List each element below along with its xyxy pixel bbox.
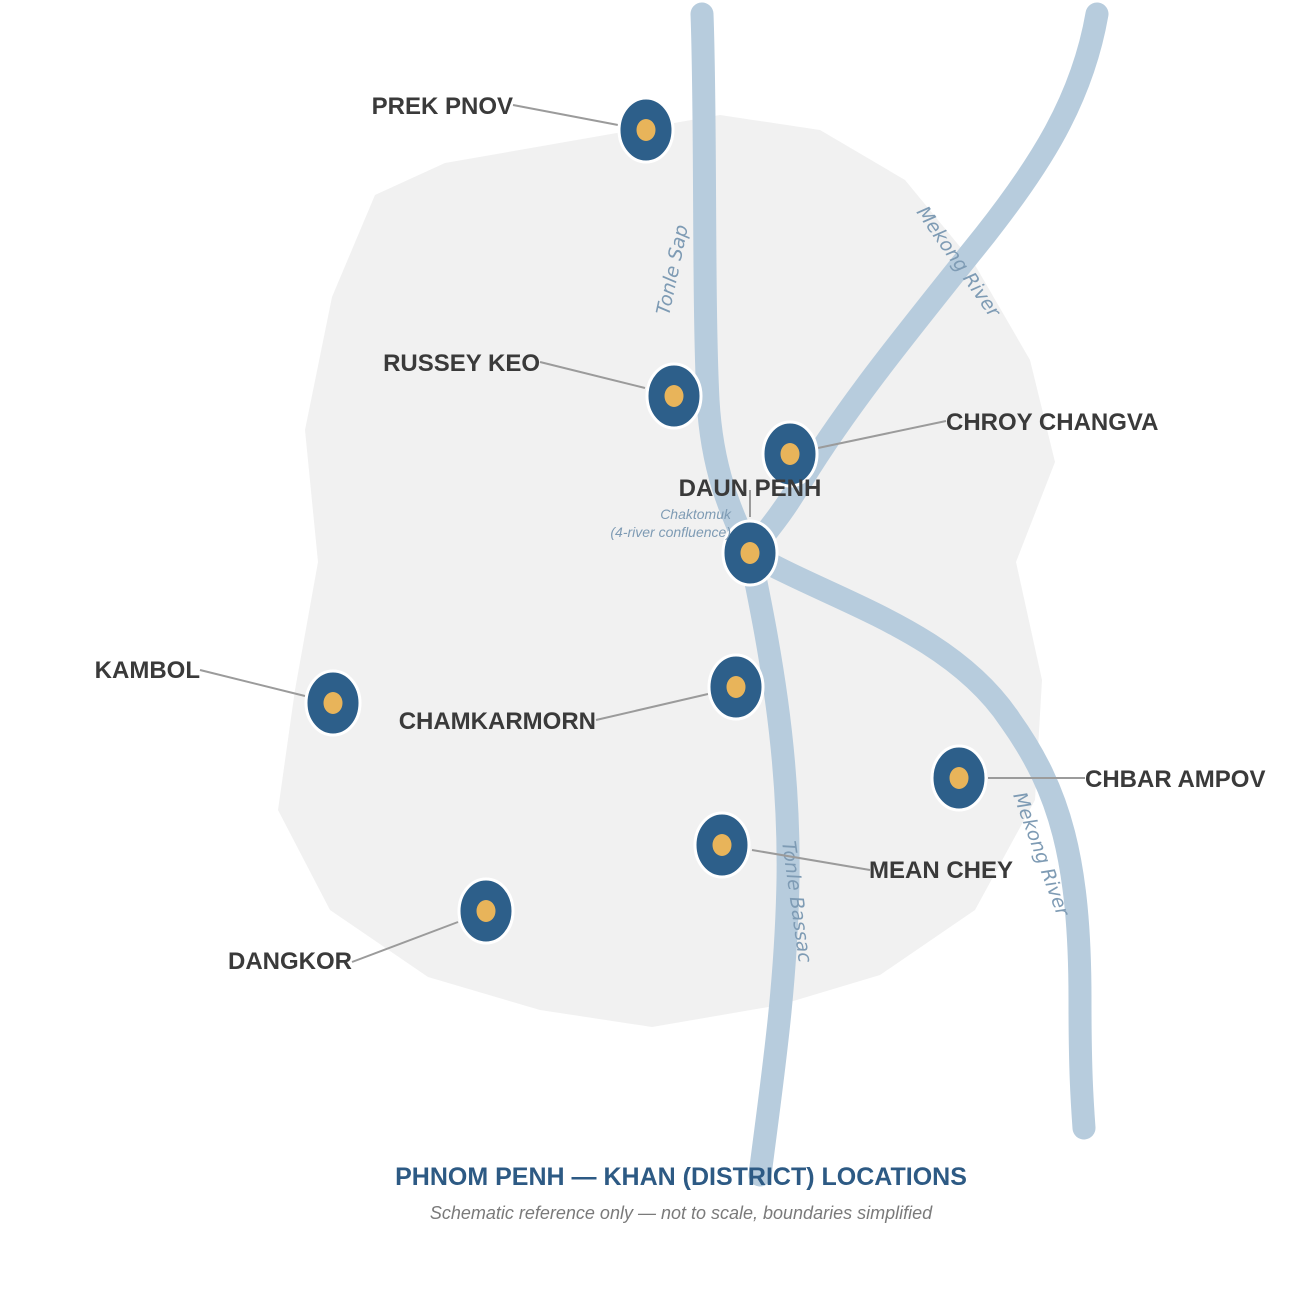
leader-kambol <box>199 669 306 697</box>
leader-prek-pnov <box>512 104 619 126</box>
leader-chroy-changva <box>817 420 947 449</box>
map-subtitle: Schematic reference only — not to scale,… <box>430 1203 933 1223</box>
label-prek-pnov: PREK PNOV <box>372 93 513 120</box>
marker-prek-pnov[interactable] <box>617 96 675 164</box>
leader-mean-chey <box>751 849 871 871</box>
marker-dangkor[interactable] <box>457 877 515 945</box>
label-dangkor: DANGKOR <box>228 948 352 975</box>
confluence-note-line2: (4-river confluence) <box>610 524 731 540</box>
label-daun-penh: DAUN PENH <box>679 475 822 502</box>
river-mekong-south <box>738 541 1096 1140</box>
river-tonle-bassac <box>738 541 800 1187</box>
marker-chamkarmorn[interactable] <box>707 653 765 721</box>
marker-mean-chey[interactable] <box>693 811 751 879</box>
marker-russey-keo[interactable] <box>645 362 703 430</box>
leader-dangkor <box>351 921 459 963</box>
map-title: PHNOM PENH — KHAN (DISTRICT) LOCATIONS <box>395 1163 967 1191</box>
label-russey-keo: RUSSEY KEO <box>383 350 540 377</box>
label-kambol: KAMBOL <box>95 657 200 684</box>
label-chbar-ampov: CHBAR AMPOV <box>1085 766 1265 793</box>
marker-chroy-changva[interactable] <box>761 420 819 488</box>
label-chroy-changva: CHROY CHANGVA <box>946 409 1158 436</box>
rivers <box>690 2 1109 1187</box>
label-mean-chey: MEAN CHEY <box>869 857 1013 884</box>
marker-kambol[interactable] <box>304 669 362 737</box>
district-labels: PREK PNOV RUSSEY KEO CHROY CHANGVA DAUN … <box>95 93 1266 975</box>
marker-daun-penh[interactable] <box>721 519 779 587</box>
leader-lines <box>199 104 1085 963</box>
district-markers <box>304 96 988 945</box>
leader-russey-keo <box>539 361 646 389</box>
river-tonle-sap <box>690 2 762 565</box>
city-area <box>278 115 1055 1027</box>
confluence-note-line1: Chaktomuk <box>660 506 732 522</box>
river-mekong-north <box>738 2 1109 565</box>
marker-chbar-ampov[interactable] <box>930 744 988 812</box>
leader-chamkarmorn <box>595 693 709 721</box>
label-chamkarmorn: CHAMKARMORN <box>399 708 596 735</box>
